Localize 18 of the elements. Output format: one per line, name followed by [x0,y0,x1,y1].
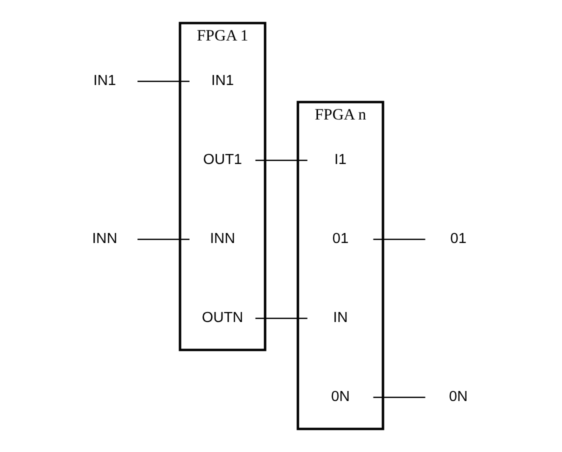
node-text: INN [92,231,117,248]
node-text: 01 [450,231,466,248]
node-text: IN1 [210,73,234,90]
node-text: 01 [332,231,348,248]
connector [254,318,307,319]
node-text: INN [210,231,235,248]
node-text: OUTN [201,310,243,326]
connector [137,238,189,240]
node-text: IN1 [92,73,116,90]
node-text: 0N [330,389,350,406]
node-text: 0N [448,389,468,406]
connector [372,238,425,240]
node-text: I1 [334,152,346,168]
connector [372,396,425,398]
connector [137,80,189,82]
node-text: IN [332,310,348,326]
connector [254,160,307,161]
node-text: OUT1 [202,152,242,168]
